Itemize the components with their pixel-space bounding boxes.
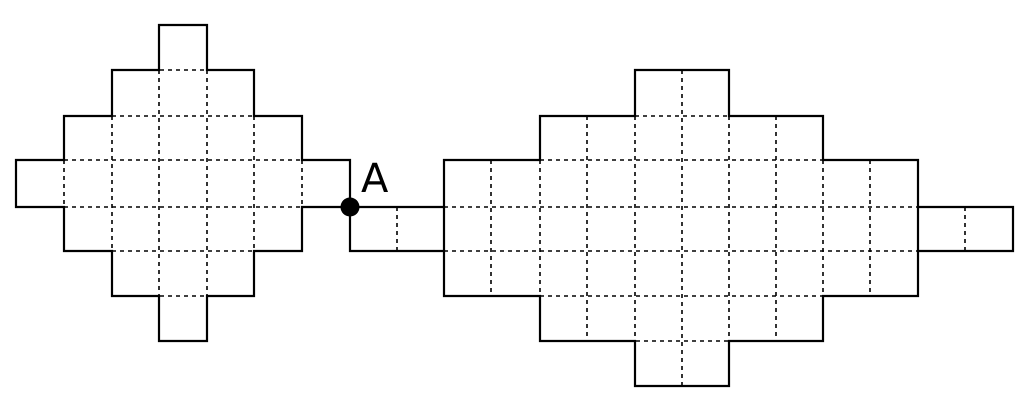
left-diamond-shape [14,23,352,343]
right-tail-outline [916,205,1015,253]
connector-strip [348,205,446,253]
right-tail-strip [916,205,1015,253]
right-shape-grid [444,70,918,386]
right-diamond-shape [442,68,920,388]
left-shape-outline [14,23,352,343]
point-a-label: A [361,156,389,202]
left-shape-grid [16,69,350,297]
point-a-marker [340,197,360,217]
connector-strip-outline [348,205,446,253]
right-shape-outline [442,68,920,388]
